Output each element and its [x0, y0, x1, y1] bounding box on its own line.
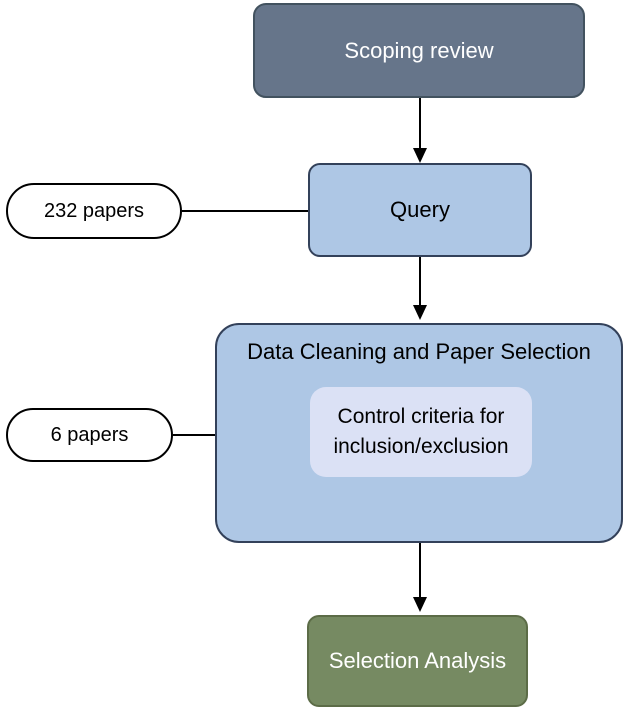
annotation-6-papers: 6 papers: [6, 408, 173, 462]
edge-query-to-cleaning-line: [419, 257, 421, 305]
node-selection-analysis-label: Selection Analysis: [328, 648, 507, 674]
node-data-cleaning: Data Cleaning and Paper Selection Contro…: [215, 323, 623, 543]
node-data-cleaning-label: Data Cleaning and Paper Selection: [247, 339, 591, 364]
arrowhead-icon: [413, 148, 427, 163]
node-query: Query: [308, 163, 532, 257]
edge-232-to-query-line: [182, 210, 308, 212]
annotation-6-papers-label: 6 papers: [50, 423, 129, 446]
node-scoping-review-label: Scoping review: [344, 37, 494, 63]
arrowhead-icon: [413, 597, 427, 612]
annotation-232-papers: 232 papers: [6, 183, 182, 239]
edge-scoping-to-query-line: [419, 98, 421, 148]
edge-cleaning-to-analysis-line: [419, 543, 421, 597]
node-control-criteria-label: Control criteria for inclusion/exclusion: [333, 404, 509, 458]
node-control-criteria: Control criteria for inclusion/exclusion: [310, 387, 532, 477]
node-scoping-review: Scoping review: [253, 3, 585, 98]
annotation-232-papers-label: 232 papers: [43, 199, 145, 222]
edge-6-to-cleaning-line: [173, 434, 215, 436]
node-query-label: Query: [390, 197, 450, 223]
arrowhead-icon: [413, 305, 427, 320]
node-selection-analysis: Selection Analysis: [307, 615, 528, 707]
